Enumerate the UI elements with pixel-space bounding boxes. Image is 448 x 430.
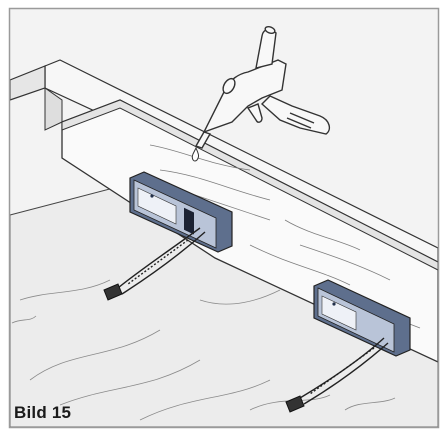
glue-gun-icon bbox=[194, 26, 331, 149]
battery-box-icon bbox=[313, 279, 411, 357]
device-cable bbox=[299, 337, 389, 405]
figure-frame bbox=[8, 7, 440, 429]
figure-caption: Bild 15 bbox=[14, 403, 72, 422]
cable-plug bbox=[103, 283, 123, 301]
floor-grain bbox=[11, 279, 396, 421]
glue-drop bbox=[191, 146, 200, 162]
cable-plug bbox=[285, 395, 305, 413]
device-cable bbox=[117, 227, 206, 295]
